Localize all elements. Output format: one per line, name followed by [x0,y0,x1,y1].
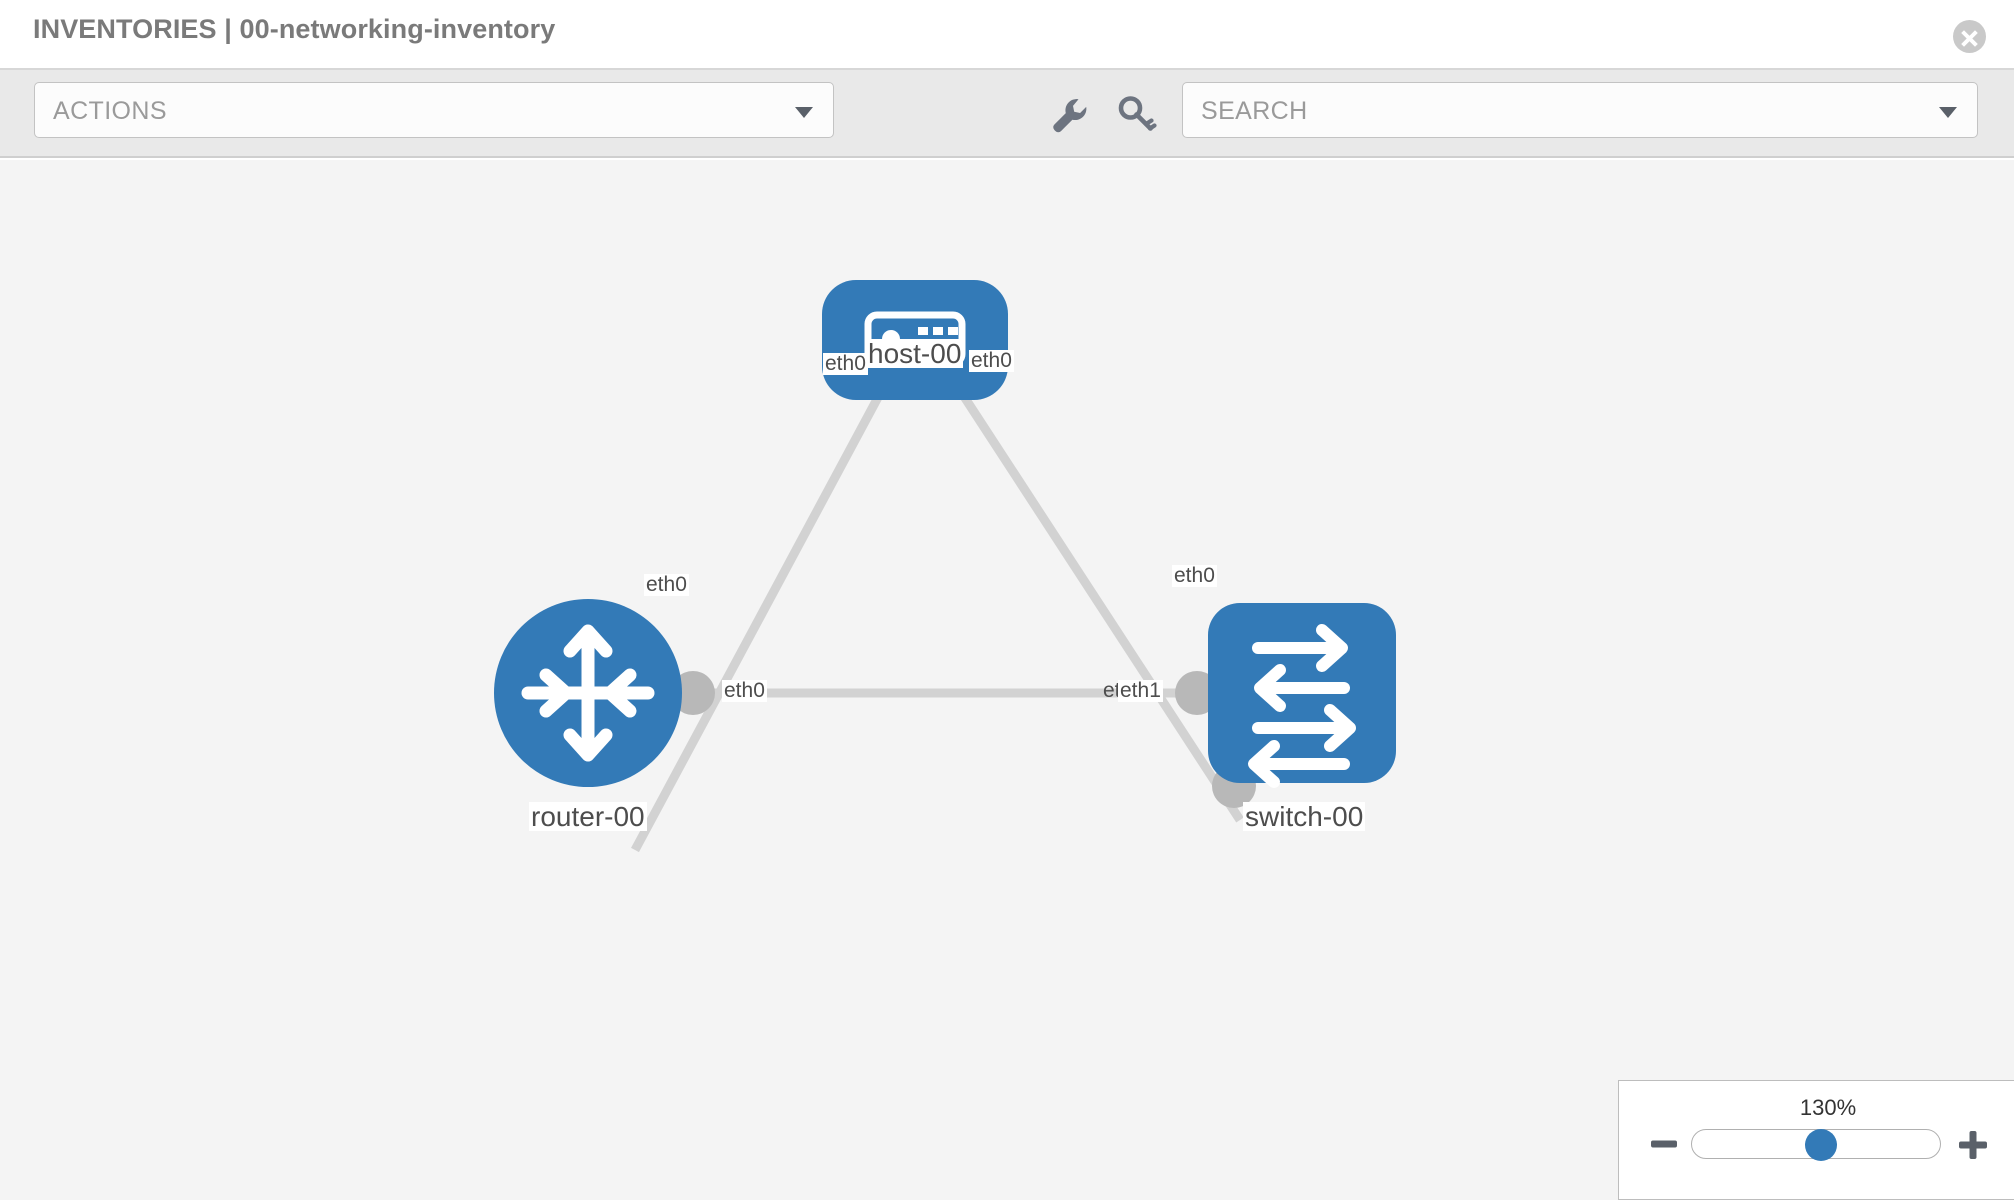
edge-host-switch [946,372,1244,823]
topology-canvas[interactable]: host-00 router-00 switch-00 eth0 eth0 et… [0,160,2014,1200]
key-icon[interactable] [1113,92,1159,138]
zoom-slider-thumb[interactable] [1805,1129,1837,1161]
edge-label-switch-router-eth1: eth1 [1118,679,1163,703]
edge-label-router-switch-eth0: eth0 [722,679,767,703]
edge-host-router [631,372,894,853]
actions-dropdown[interactable]: ACTIONS [34,82,834,138]
topology-graph [494,280,1396,853]
search-placeholder: SEARCH [1201,97,1308,125]
page-title: INVENTORIES | 00-networking-inventory [33,14,556,44]
edge-label-switch-host-eth0: eth0 [1172,564,1217,588]
port-knobs [671,338,1256,808]
node-label-router-00: router-00 [529,801,647,832]
edge-label-host-switch-eth0: eth0 [969,349,1014,373]
zoom-level-label: 130% [1799,1095,1857,1120]
edge-label-router-host-eth0: eth0 [644,573,689,597]
node-label-switch-00: switch-00 [1243,801,1366,832]
switch-icon [1248,624,1356,788]
page-header: INVENTORIES | 00-networking-inventory [0,0,2014,70]
chevron-down-icon [795,107,813,118]
edge-label-host-router-eth0: eth0 [823,352,868,376]
actions-dropdown-label: ACTIONS [53,97,167,125]
port-router-right [671,671,715,715]
search-input[interactable]: SEARCH [1182,82,1978,138]
chevron-down-icon [1939,107,1957,118]
wrench-icon[interactable] [1045,92,1091,138]
close-icon[interactable] [1953,20,1986,53]
router-icon [521,624,655,762]
minus-icon[interactable] [1649,1129,1679,1159]
node-router-00 [494,599,682,787]
node-switch-00 [1208,603,1396,788]
node-label-host-00: host-00 [866,338,964,369]
zoom-control-panel: 130% [1618,1080,2014,1200]
plus-icon[interactable] [1957,1129,1989,1161]
